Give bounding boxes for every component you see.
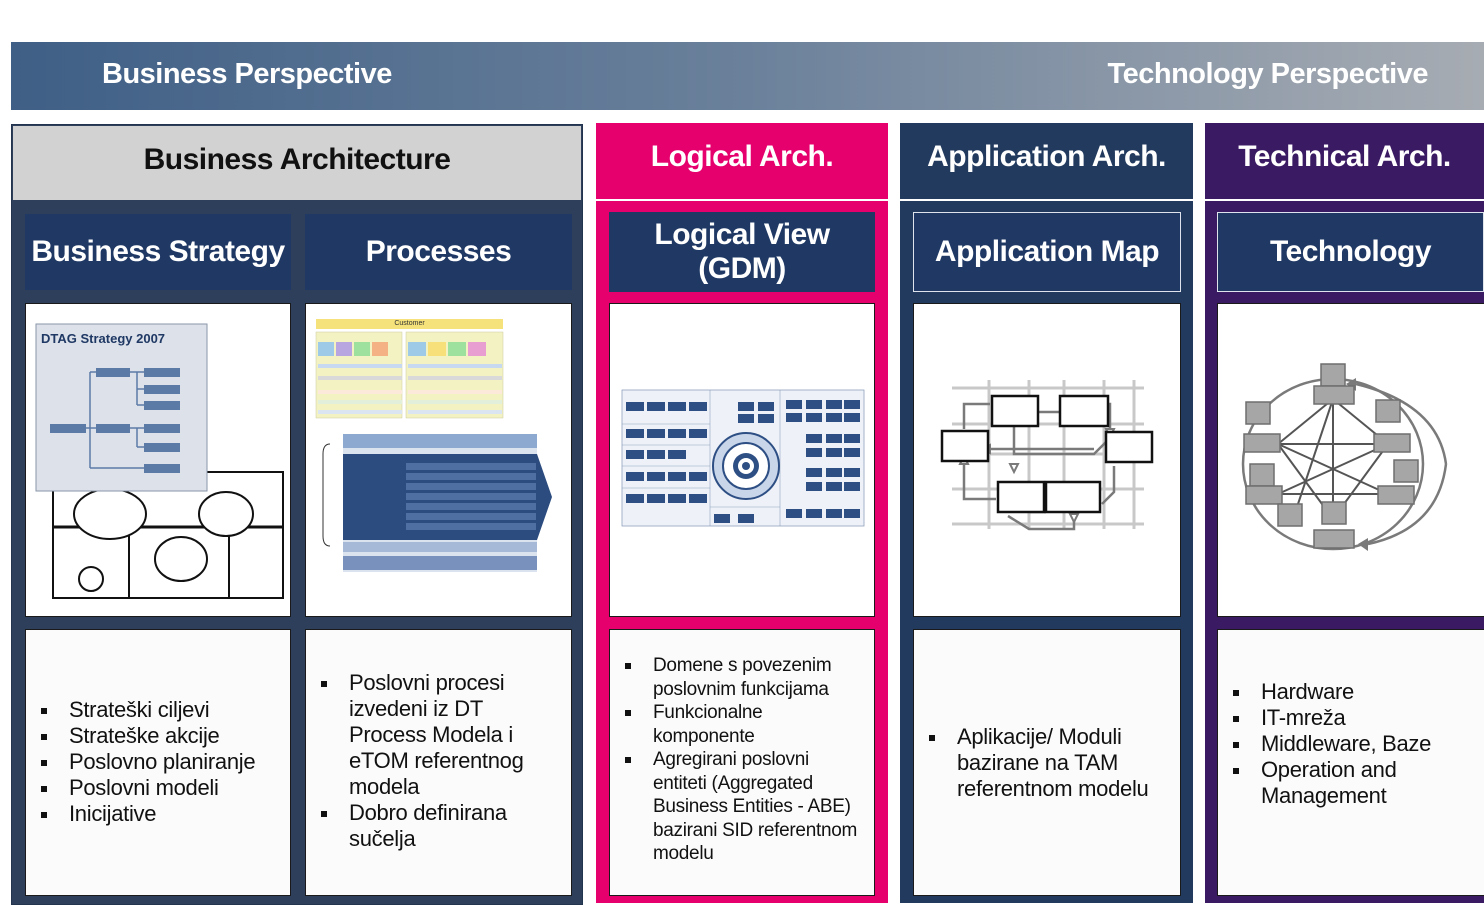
network-topology-diagram [1241, 363, 1448, 551]
processes-header: Processes [305, 214, 572, 290]
logical-view-title: Logical View [654, 218, 830, 251]
process-map-label: Customer [394, 320, 425, 327]
list-item: Domene s povezenim poslovnim funkcijama [610, 654, 860, 701]
technical-arch-title: Technical Arch. [1238, 140, 1451, 173]
technical-header-divider [1205, 199, 1484, 201]
list-item: Inicijative [26, 801, 255, 827]
list-item: Poslovno planiranje [26, 749, 256, 775]
business-strategy-header: Business Strategy [25, 214, 291, 290]
list-item: Middleware, Baze [1218, 731, 1454, 757]
list-item: Funkcionalne komponente [610, 701, 860, 748]
list-item: Operation and Management [1218, 757, 1454, 809]
list-item: Dobro definirana sučelja [306, 800, 551, 852]
technology-bullets-box: Hardware IT-mreža Middleware, Baze Opera… [1217, 629, 1484, 896]
technology-header: Technology [1217, 212, 1484, 292]
application-arch-title: Application Arch. [927, 140, 1166, 173]
application-header-divider [900, 199, 1193, 201]
strategy-image-caption: DTAG Strategy 2007 [41, 331, 166, 346]
strategy-image-box: DTAG Strategy 2007 [25, 303, 291, 617]
processes-image-box: Customer [305, 303, 572, 617]
application-map-header: Application Map [913, 212, 1181, 292]
technology-image-box [1217, 303, 1484, 617]
list-item: IT-mreža [1218, 705, 1454, 731]
logical-view-subtitle: (GDM) [698, 252, 786, 285]
strategy-bullets-box: Strateški ciljevi Strateške akcije Poslo… [25, 629, 291, 896]
business-architecture-title: Business Architecture [143, 143, 451, 176]
processes-bullets-box: Poslovni procesi izvedeni iz DT Process … [305, 629, 572, 896]
strategy-diagram [35, 323, 284, 599]
business-perspective-label: Business Perspective [102, 58, 392, 90]
logical-view-header: Logical View (GDM) [609, 212, 875, 292]
list-item: Agregirani poslovni entiteti (Aggregated… [610, 748, 860, 866]
list-item: Poslovni modeli [26, 775, 255, 801]
processes-bullet-list: Poslovni procesi izvedeni iz DT Process … [306, 670, 571, 852]
application-map-bullet-list: Aplikacije/ Moduli bazirane na TAM refer… [914, 724, 1180, 802]
logical-arch-title: Logical Arch. [650, 140, 834, 173]
list-item: Strateški ciljevi [26, 697, 255, 723]
application-map-image-box [913, 303, 1181, 617]
strategy-bullet-list: Strateški ciljevi Strateške akcije Poslo… [26, 697, 256, 827]
logical-view-image-box [609, 303, 875, 617]
logical-view-bullets-box: Domene s povezenim poslovnim funkcijama … [609, 629, 875, 896]
logical-header-divider [596, 199, 888, 201]
technology-perspective-label: Technology Perspective [1107, 58, 1429, 90]
list-item: Strateške akcije [26, 723, 255, 749]
perspective-banner: Business Perspective Technology Perspect… [11, 42, 1484, 110]
gdm-domain-diagram [621, 389, 865, 527]
application-map-diagram [940, 380, 1154, 531]
list-item: Hardware [1218, 679, 1454, 705]
technology-bullet-list: Hardware IT-mreža Middleware, Baze Opera… [1218, 679, 1484, 809]
process-map-diagram [315, 319, 552, 572]
list-item: Poslovni procesi izvedeni iz DT Process … [306, 670, 551, 800]
logical-view-bullet-list: Domene s povezenim poslovnim funkcijama … [610, 654, 874, 866]
application-map-bullets-box: Aplikacije/ Moduli bazirane na TAM refer… [913, 629, 1181, 896]
list-item: Aplikacije/ Moduli bazirane na TAM refer… [914, 724, 1160, 802]
business-architecture-header: Business Architecture [13, 126, 581, 200]
